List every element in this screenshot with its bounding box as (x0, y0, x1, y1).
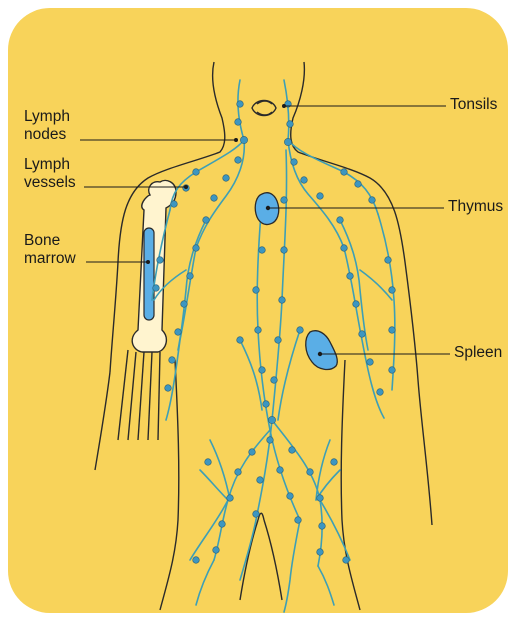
label-lymph-nodes: Lymph nodes (24, 108, 70, 144)
label-lymph-vessels-line1: Lymph (24, 156, 76, 174)
label-tonsils: Tonsils (450, 96, 497, 114)
spleen-marker (318, 352, 322, 356)
label-lymph-nodes-line1: Lymph (24, 108, 70, 126)
label-bone-marrow-line1: Bone (24, 232, 76, 250)
bone-marrow-shape (144, 228, 154, 320)
label-thymus: Thymus (448, 198, 503, 216)
label-bone-marrow-line2: marrow (24, 250, 76, 268)
label-lymph-nodes-line2: nodes (24, 126, 70, 144)
label-bone-marrow: Bone marrow (24, 232, 76, 268)
label-lymph-vessels-line2: vessels (24, 174, 76, 192)
thymus-marker (266, 206, 270, 210)
label-spleen: Spleen (454, 344, 502, 362)
label-lymph-vessels: Lymph vessels (24, 156, 76, 192)
